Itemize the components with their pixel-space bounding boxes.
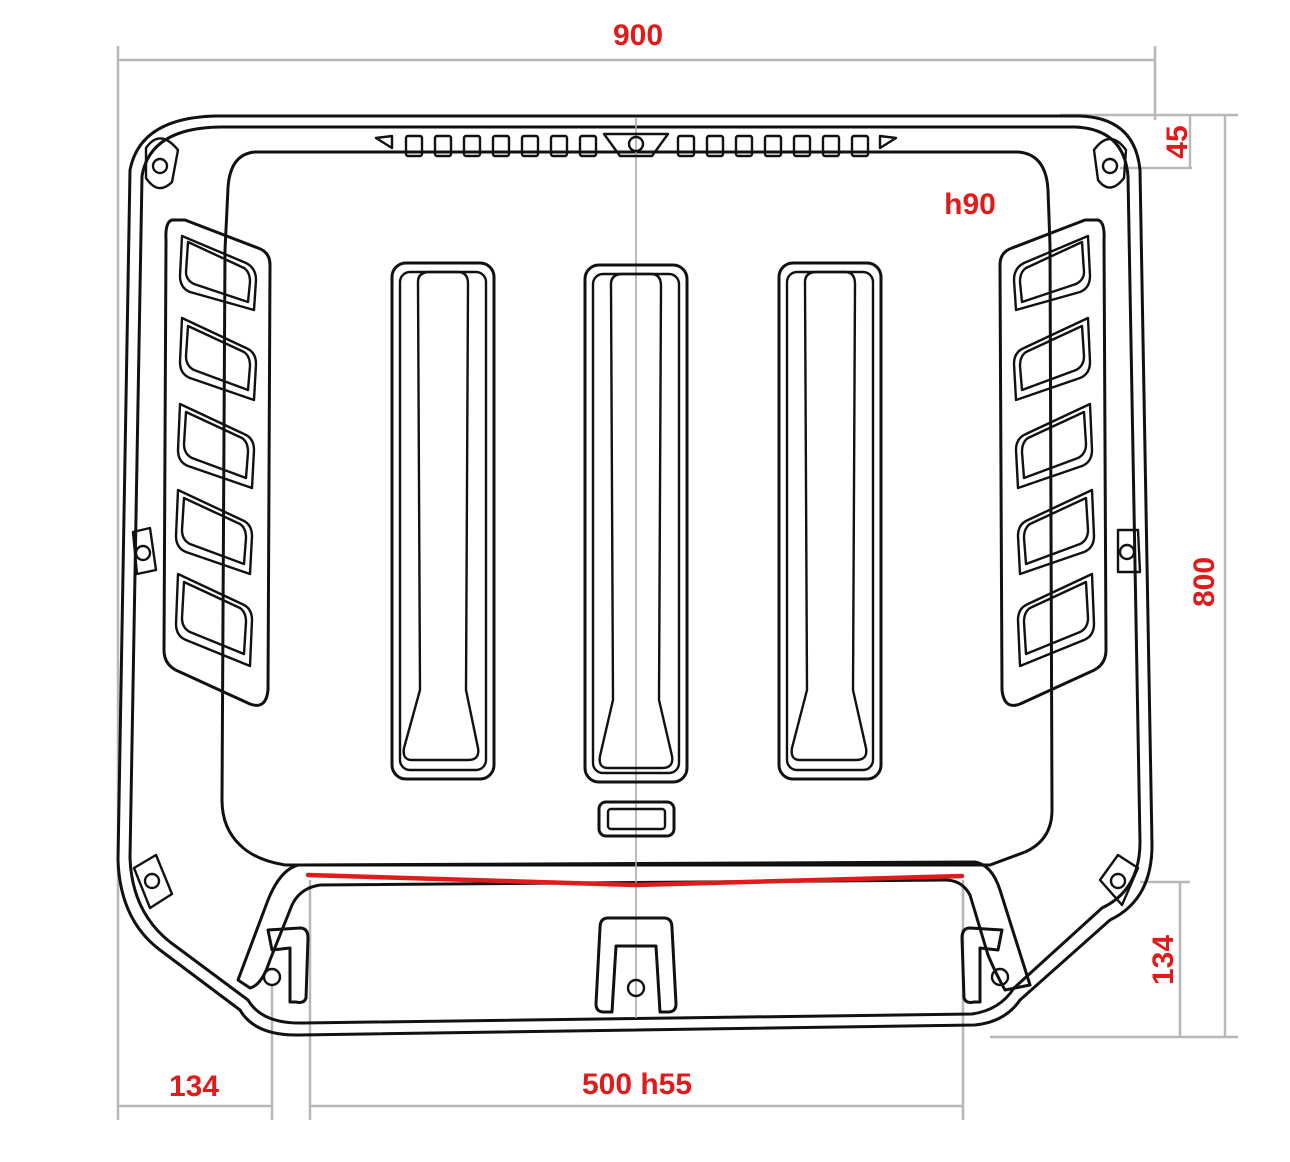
dim-lip-width: 500 h55 [582,1068,692,1101]
dim-width-total: 900 [613,19,663,52]
dim-height-total: 800 [1188,557,1221,607]
scoop-left [390,261,496,781]
top-vent-slots [374,132,898,158]
latch-right [960,926,1010,1004]
dimension-lines [116,46,1238,1120]
lip-seam [305,872,965,888]
scoop-center [583,263,689,784]
dim-bottom-offset: 134 [1147,935,1180,985]
left-louvers [162,218,272,707]
hood-outline [116,114,1154,1037]
right-louvers [998,218,1108,707]
small-vent [597,800,676,838]
dim-left-offset: 134 [169,1070,219,1103]
latch-left [262,926,310,1004]
dim-scoop-height: h90 [944,188,996,221]
scoop-right [777,261,883,781]
latch-center [594,916,678,1014]
dim-top-offset: 45 [1161,125,1194,158]
mounting-holes [131,137,1142,910]
